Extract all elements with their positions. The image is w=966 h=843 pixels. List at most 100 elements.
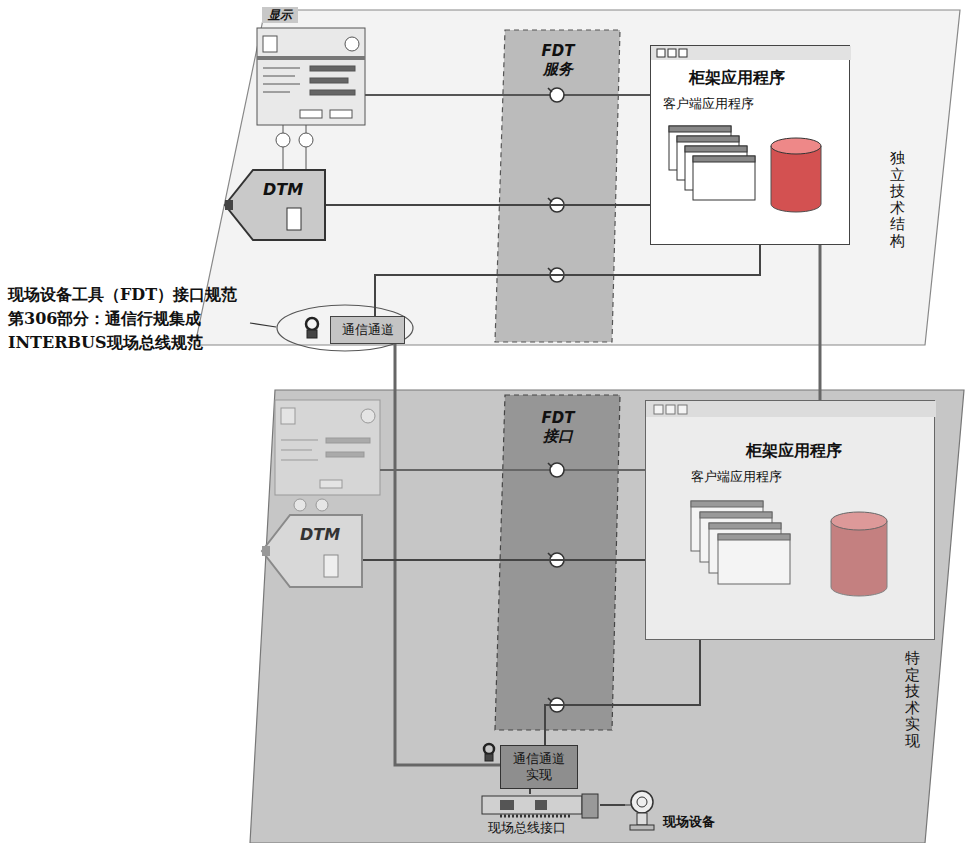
rect-part	[287, 208, 301, 230]
circle-part	[550, 463, 564, 477]
node-heading: 柜架应用程序	[746, 441, 842, 460]
dtm-symbol: DTM	[262, 515, 362, 587]
ellipse-part	[771, 138, 821, 154]
circle-part	[316, 499, 328, 511]
rect-part	[326, 438, 370, 443]
circle-part	[294, 499, 306, 511]
node-heading: 特定技术实现	[905, 650, 920, 749]
rect-part	[324, 555, 338, 577]
rect-part	[225, 200, 233, 210]
rect-part	[485, 754, 493, 761]
connector	[529, 789, 531, 794]
circle-part	[361, 409, 375, 423]
fdt-service-band: FDT 服务	[495, 30, 620, 342]
node-heading: 独立技术结构	[890, 150, 905, 249]
rect-part	[651, 46, 851, 60]
rect-part	[482, 796, 582, 814]
line-part	[283, 125, 284, 133]
ellipse-part	[831, 512, 887, 530]
tab-label: 显示	[262, 7, 298, 23]
rect-part	[275, 400, 380, 495]
implementation-plane: 特定技术实现FDT 接口柜架应用程序客户端应用程序DTM通信通道 实现现场总线接…	[250, 390, 966, 843]
rect-part	[718, 534, 790, 540]
rect-part	[300, 110, 322, 118]
node-heading: DTM	[263, 180, 303, 199]
dtm-symbol: DTM	[225, 170, 325, 240]
g-part	[691, 501, 887, 596]
rect-part	[535, 800, 547, 810]
rect-part	[693, 156, 755, 200]
rect-part	[691, 501, 763, 507]
path-part	[771, 146, 821, 212]
implementation-plane-shape	[250, 390, 964, 843]
node-heading: 现场设备	[663, 814, 715, 830]
tab-label-holder: 显示	[262, 7, 298, 23]
rect-part	[281, 408, 295, 424]
line-part	[263, 92, 290, 93]
rect-part	[310, 66, 355, 71]
rect-part	[320, 480, 342, 488]
line-part	[500, 815, 570, 818]
rect-part	[669, 126, 731, 132]
rect-part	[685, 146, 747, 152]
g-part	[669, 126, 821, 212]
line-part	[263, 76, 295, 77]
node-heading: 通信通道	[342, 322, 394, 338]
rect-part	[262, 546, 270, 556]
circle-part	[299, 133, 313, 147]
line-part	[306, 125, 307, 133]
circle-part	[550, 88, 564, 102]
circle-part	[276, 133, 290, 147]
rect-part	[666, 405, 675, 414]
rect-part	[700, 512, 772, 518]
line-part	[380, 469, 645, 471]
rect-part	[678, 405, 687, 414]
circle-part	[637, 797, 647, 807]
rect-part	[310, 78, 348, 83]
rect-part	[582, 794, 598, 818]
dtm-symbol-shape	[225, 170, 325, 240]
rect-part	[657, 49, 665, 57]
rect-part	[500, 800, 514, 810]
node-heading: FDT 接口	[533, 409, 583, 445]
fdt-interface-band-outline	[495, 395, 620, 730]
line-part	[625, 805, 631, 806]
field-device: 现场设备	[625, 790, 730, 838]
rect-part	[679, 49, 687, 57]
node-heading: FDT 服务	[533, 42, 583, 78]
circle-part	[345, 37, 359, 51]
node-text: 客户端应用程序	[691, 469, 782, 485]
fdt-interface-band: FDT 接口	[495, 395, 620, 730]
line-part	[263, 84, 300, 85]
line-part	[281, 440, 318, 441]
connector	[600, 804, 625, 806]
line-part	[365, 94, 650, 96]
node-heading: 现场总线接口	[488, 820, 566, 836]
technology-plane: 独立技术结构 FDT 服务 柜架应用程序客户端应用程序 DTM 通信通道	[195, 10, 965, 346]
node-heading: DTM	[300, 525, 340, 544]
application-window: 柜架应用程序客户端应用程序	[650, 45, 850, 245]
rect-part	[257, 56, 365, 60]
fdt-interface-band-shape	[495, 395, 620, 730]
line-part	[283, 147, 284, 170]
rect-part	[330, 110, 352, 118]
rect-part	[257, 28, 365, 125]
rect-part	[630, 825, 654, 830]
node-heading: 柜架应用程序	[689, 68, 785, 87]
application-window: 柜架应用程序客户端应用程序	[645, 400, 935, 640]
circle-part	[631, 791, 653, 813]
rect-part	[693, 156, 755, 162]
rect-part	[646, 401, 936, 417]
rect-part	[326, 452, 364, 457]
rect-part	[263, 36, 277, 52]
line-part	[263, 68, 300, 69]
connector	[325, 204, 650, 206]
rect-part	[709, 523, 781, 529]
rect-part	[668, 49, 676, 57]
rect-part	[654, 405, 663, 414]
line-part	[281, 460, 318, 461]
channel-implementation-box: 通信通道 实现	[500, 745, 578, 789]
node-heading: 通信通道 实现	[509, 751, 569, 782]
connector	[819, 245, 822, 400]
